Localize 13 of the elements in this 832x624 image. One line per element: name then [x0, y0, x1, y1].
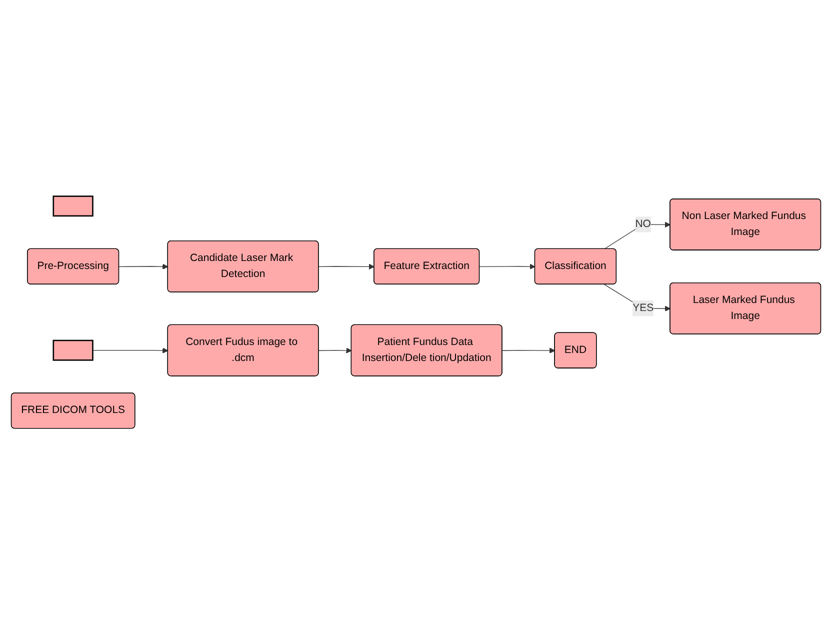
- arrow: [604, 222, 671, 250]
- flowchart: NO YES Pre-Processing Candidate Laser Mark Detection Feature Extraction Classification Non Laser Marked Fundus Image Laser Marked Fundus Image Convert Fudus image to .dcm Patient Fundus Data Insertion/Dele tion/Updation END FREE DICOM TOOLS: [6, 190, 826, 434]
- node-bar: [52, 340, 94, 360]
- node-bar: [52, 195, 94, 216]
- arrow: [118, 263, 168, 270]
- arrow: [318, 264, 374, 270]
- arrow: [92, 347, 168, 354]
- edge-label: NO: [635, 218, 651, 230]
- arrow: [318, 347, 352, 354]
- arrow: [502, 347, 556, 354]
- arrow: [604, 284, 671, 312]
- edge-label: YES: [632, 302, 654, 314]
- arrow: [479, 263, 536, 270]
